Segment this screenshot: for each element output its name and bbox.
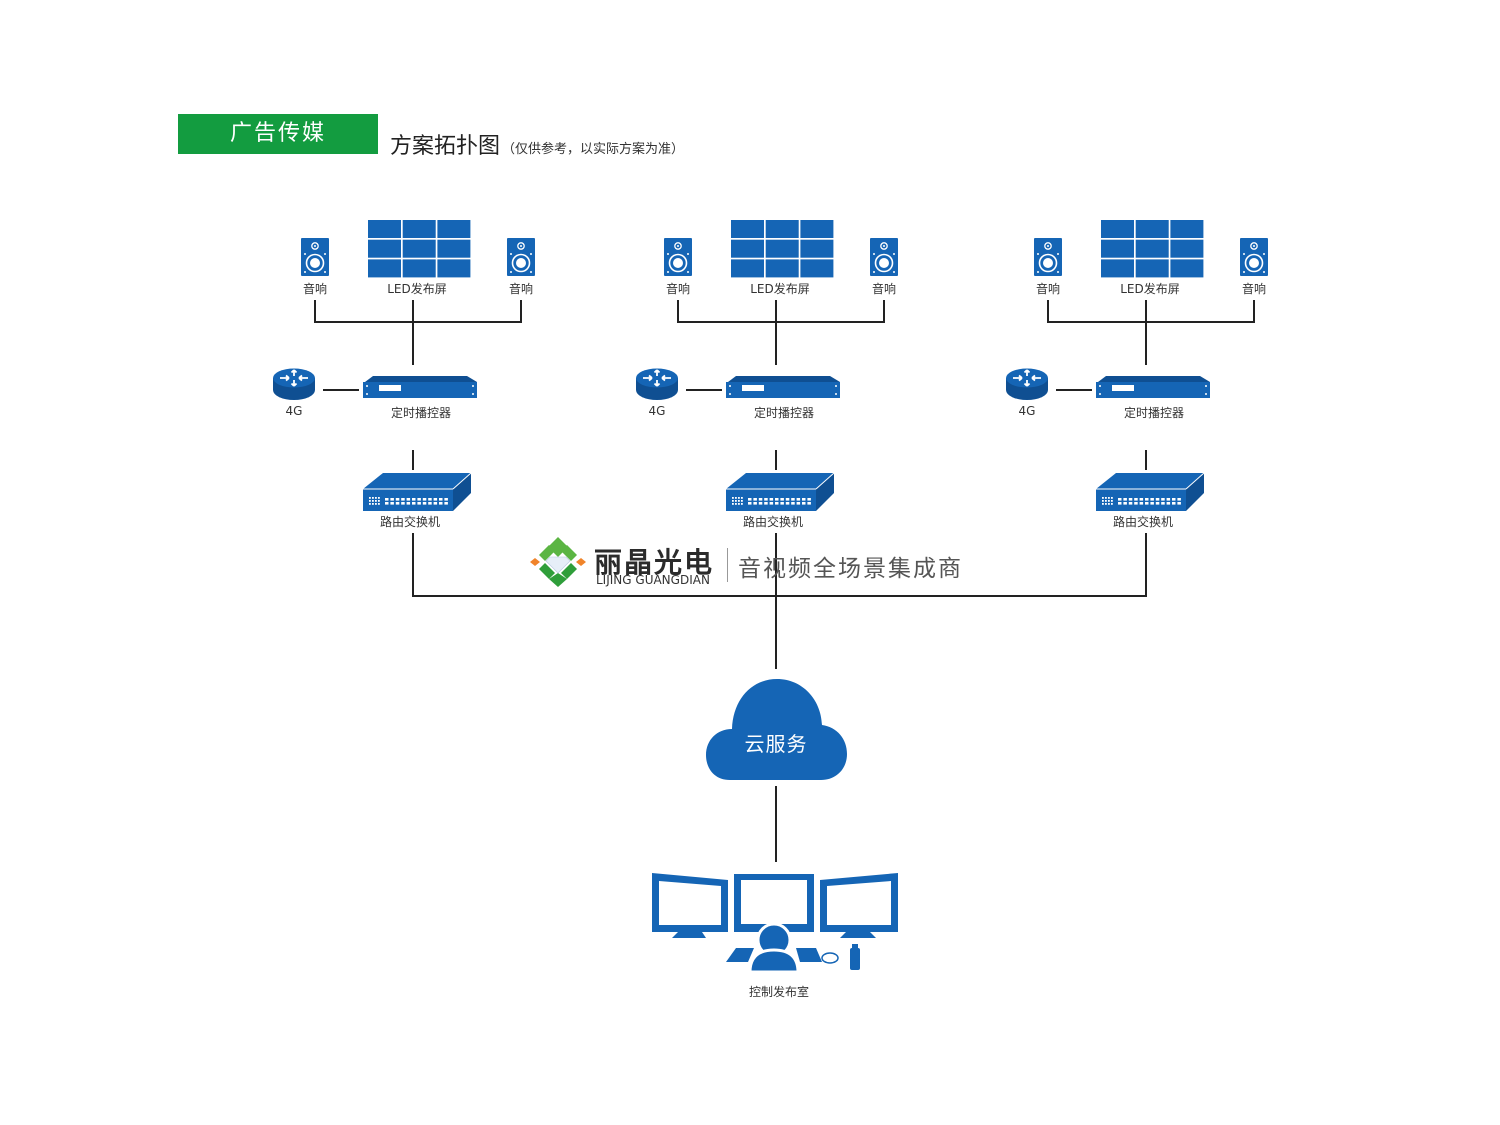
controller-label: 定时播控器 — [1123, 406, 1185, 420]
modem-4g-label: 4G — [285, 404, 303, 418]
title-note: （仅供参考，以实际方案为准） — [502, 142, 685, 157]
controller-to-switch-line — [1145, 450, 1147, 470]
page-title: 方案拓扑图（仅供参考，以实际方案为准） — [390, 128, 684, 160]
controller-label: 定时播控器 — [753, 406, 815, 420]
modem-4g-icon — [273, 368, 315, 400]
brand-divider — [727, 548, 728, 582]
modem-4g-icon — [636, 368, 678, 400]
speaker-right-label: 音响 — [1241, 282, 1267, 296]
speaker-right-line — [520, 300, 522, 323]
speaker-right-label: 音响 — [871, 282, 897, 296]
switch-to-backbone-line — [775, 533, 777, 597]
control-room-label: 控制发布室 — [748, 985, 810, 999]
av-bus-line — [1047, 321, 1255, 323]
modem-4g-label: 4G — [1018, 404, 1036, 418]
controller-to-switch-line — [775, 450, 777, 470]
led-screen-icon — [1101, 220, 1204, 278]
speaker-left-icon — [301, 238, 329, 276]
switch-icon — [363, 472, 472, 511]
controller-to-switch-line — [412, 450, 414, 470]
switch-label: 路由交换机 — [379, 515, 441, 529]
category-badge: 广告传媒 — [178, 114, 378, 154]
backbone-line — [412, 595, 1147, 597]
backbone-to-cloud-line — [775, 597, 777, 669]
brand-name-cn: 丽晶光电 — [594, 546, 715, 579]
speaker-left-label: 音响 — [665, 282, 691, 296]
switch-label: 路由交换机 — [1112, 515, 1174, 529]
controller-icon — [1096, 376, 1210, 398]
led-screen-label: LED发布屏 — [750, 282, 810, 296]
speaker-left-icon — [664, 238, 692, 276]
cloud-label: 云服务 — [744, 732, 808, 756]
speaker-right-label: 音响 — [508, 282, 534, 296]
controller-label: 定时播控器 — [390, 406, 452, 420]
speaker-left-line — [314, 300, 316, 323]
speaker-left-icon — [1034, 238, 1062, 276]
switch-to-backbone-line — [412, 533, 414, 597]
speaker-right-icon — [1240, 238, 1268, 276]
modem-to-controller-line — [1056, 389, 1092, 391]
led-screen-icon — [368, 220, 471, 278]
speaker-right-icon — [507, 238, 535, 276]
led-screen-label: LED发布屏 — [1120, 282, 1180, 296]
speaker-left-line — [1047, 300, 1049, 323]
screen-to-controller-line — [1145, 300, 1147, 365]
controller-icon — [726, 376, 840, 398]
switch-to-backbone-line — [1145, 533, 1147, 597]
brand-name-en: LIJING GUANGDIAN — [596, 573, 710, 587]
modem-to-controller-line — [323, 389, 359, 391]
led-screen-icon — [731, 220, 834, 278]
brand-slogan: 音视频全场景集成商 — [738, 556, 963, 582]
brand-logo-icon — [530, 537, 586, 587]
screen-to-controller-line — [775, 300, 777, 365]
title-main: 方案拓扑图 — [390, 134, 501, 159]
speaker-left-line — [677, 300, 679, 323]
speaker-right-line — [883, 300, 885, 323]
speaker-left-label: 音响 — [1035, 282, 1061, 296]
speaker-left-label: 音响 — [302, 282, 328, 296]
screen-to-controller-line — [412, 300, 414, 365]
speaker-right-icon — [870, 238, 898, 276]
modem-4g-icon — [1006, 368, 1048, 400]
switch-icon — [726, 472, 835, 511]
cloud-to-control-line — [775, 786, 777, 862]
led-screen-label: LED发布屏 — [387, 282, 447, 296]
switch-icon — [1096, 472, 1205, 511]
av-bus-line — [314, 321, 522, 323]
av-bus-line — [677, 321, 885, 323]
control-room-icon — [652, 873, 898, 974]
controller-icon — [363, 376, 477, 398]
switch-label: 路由交换机 — [742, 515, 804, 529]
modem-to-controller-line — [686, 389, 722, 391]
speaker-right-line — [1253, 300, 1255, 323]
modem-4g-label: 4G — [648, 404, 666, 418]
cloud-icon — [706, 679, 847, 780]
